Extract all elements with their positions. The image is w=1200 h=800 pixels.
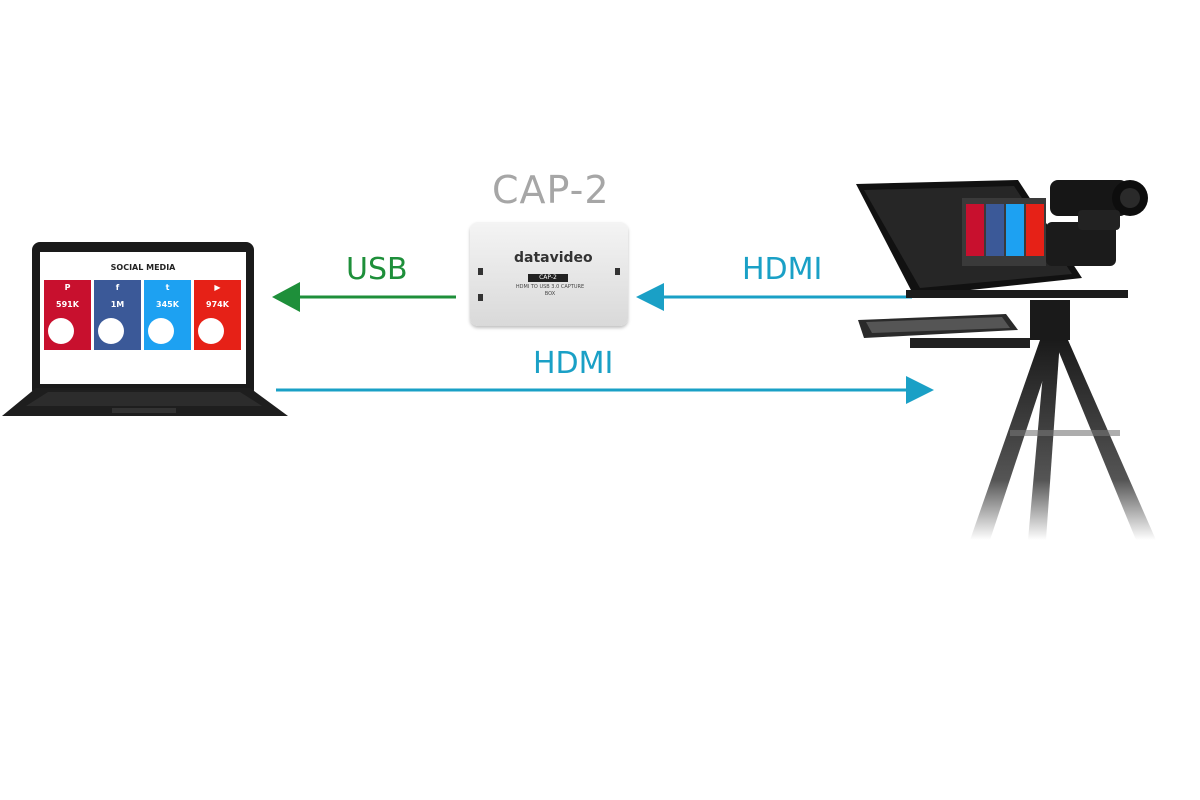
laptop-keyboard-base xyxy=(2,388,288,416)
hdmi-out-connection-label: HDMI xyxy=(533,346,614,381)
usb-arrow xyxy=(272,282,456,312)
card-value: 1M xyxy=(110,300,125,309)
twitter-icon: t xyxy=(165,283,170,292)
led-indicator xyxy=(478,294,483,301)
hdmi-in-arrow xyxy=(636,283,912,311)
youtube-icon: ▶ xyxy=(214,283,221,292)
laptop-screen: SOCIAL MEDIA P 591K f 1M t 345K ▶ 974K xyxy=(40,252,246,384)
hdmi-out-arrow xyxy=(276,376,934,404)
facebook-card: f 1M xyxy=(94,280,141,350)
screen-title: SOCIAL MEDIA xyxy=(110,263,176,272)
card-value: 974K xyxy=(206,300,229,309)
capture-box-model: CAP-2 xyxy=(528,274,568,282)
usb-connection-label: USB xyxy=(346,252,408,287)
pinterest-card: P 591K xyxy=(44,280,91,350)
hdmi-in-connection-label: HDMI xyxy=(742,252,823,287)
capture-box-description: HDMI TO USB 3.0 CAPTURE BOX xyxy=(515,284,585,297)
pie-chart-icon xyxy=(148,318,174,344)
cap2-capture-box: datavideo CAP-2 HDMI TO USB 3.0 CAPTURE … xyxy=(470,222,628,326)
capture-box-brand: datavideo xyxy=(514,250,593,266)
facebook-icon: f xyxy=(115,283,120,292)
twitter-card: t 345K xyxy=(144,280,191,350)
pie-chart-icon xyxy=(198,318,224,344)
youtube-card: ▶ 974K xyxy=(194,280,241,350)
teleprompter-camera-rig xyxy=(856,180,1156,540)
laptop: SOCIAL MEDIA P 591K f 1M t 345K ▶ 974K xyxy=(0,238,290,423)
pie-chart-icon xyxy=(98,318,124,344)
usb-port xyxy=(478,268,483,275)
pinterest-icon: P xyxy=(64,283,71,292)
card-value: 591K xyxy=(56,300,79,309)
device-title-cap2: CAP-2 xyxy=(492,168,610,212)
card-value: 345K xyxy=(156,300,179,309)
pie-chart-icon xyxy=(48,318,74,344)
hdmi-port xyxy=(615,268,620,275)
